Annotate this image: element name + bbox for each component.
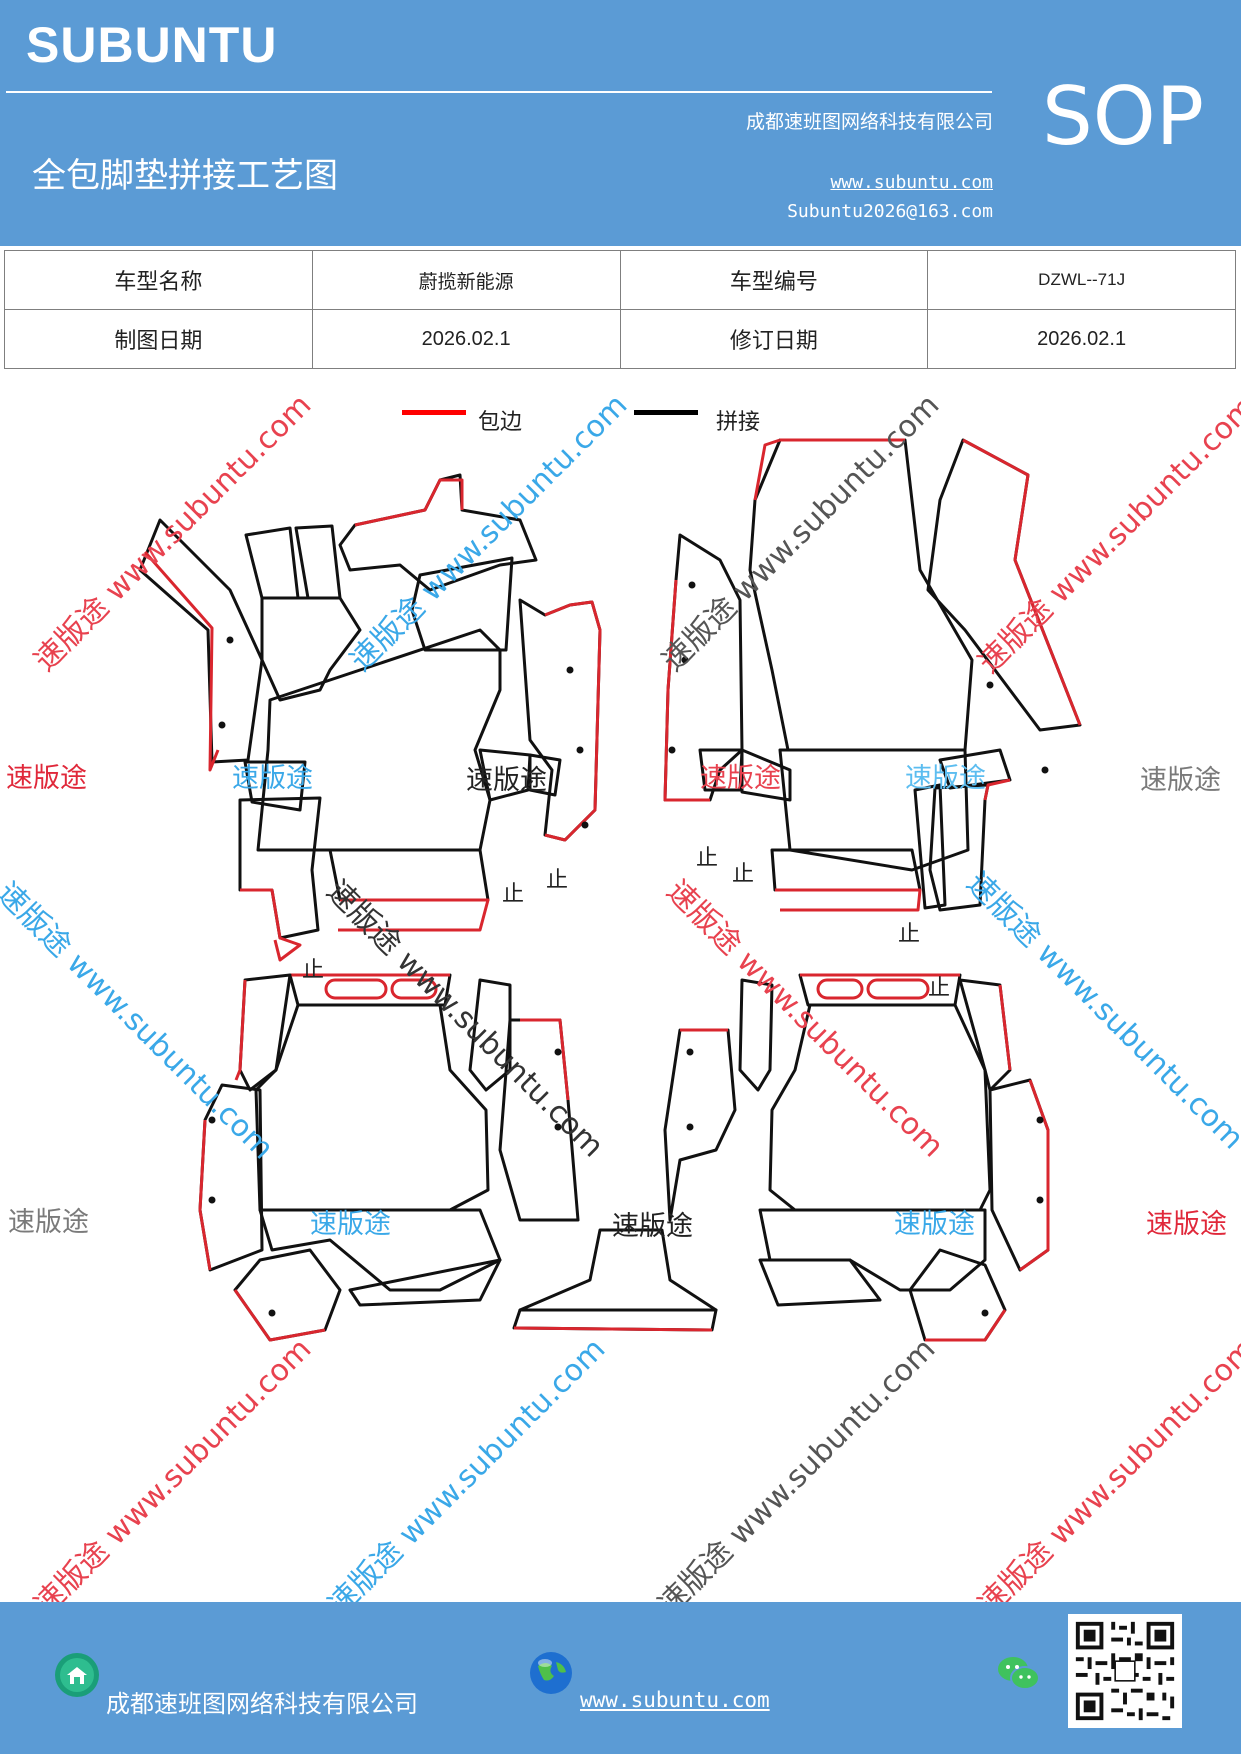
footer-company-name: 成都速班图网络科技有限公司	[106, 1690, 418, 1718]
mat-piece	[983, 778, 1011, 801]
mat-piece	[233, 1289, 326, 1342]
brand-watermark: 速版途	[6, 763, 87, 794]
mat-piece	[198, 1119, 212, 1271]
info-table: 车型名称 蔚揽新能源 车型编号 DZWL--71J 制图日期 2026.02.1…	[4, 250, 1236, 369]
mat-piece	[410, 556, 514, 652]
brand-watermark: 速版途	[8, 1207, 89, 1238]
mat-piece	[258, 1208, 502, 1292]
wechat-icon	[998, 1657, 1040, 1690]
mat-piece	[138, 518, 264, 764]
mat-piece	[908, 1248, 1007, 1342]
mat-piece	[913, 783, 947, 910]
sop-badge: SOP	[1042, 70, 1204, 163]
mat-piece	[528, 753, 562, 797]
model-code-value: DZWL--71J	[927, 250, 1236, 310]
mat-piece	[770, 848, 922, 892]
brand-logo: SUBUNTU	[26, 17, 278, 73]
mat-piece	[866, 978, 930, 1000]
position-markers	[208, 581, 1049, 1317]
draw-date-value: 2026.02.1	[311, 309, 621, 369]
mat-piece	[544, 600, 602, 842]
mat-piece	[238, 796, 322, 940]
mat-piece	[240, 888, 302, 962]
mat-piece	[338, 898, 490, 932]
brand-watermark: 速版途	[232, 763, 313, 794]
edge-legend-swatch	[402, 410, 466, 415]
revision-date-value: 2026.02.1	[927, 309, 1236, 369]
globe-icon	[530, 1652, 572, 1694]
document-title: 全包脚垫拼接工艺图	[32, 156, 338, 196]
mat-piece	[324, 978, 388, 1000]
header-banner: SUBUNTU 全包脚垫拼接工艺图 成都速班图网络科技有限公司 www.subu…	[0, 0, 1241, 246]
mat-piece	[468, 978, 512, 1092]
mat-piece	[816, 978, 864, 1000]
stop-mark: 止	[928, 976, 951, 1001]
email-address[interactable]: Subuntu2026@163.com	[787, 201, 993, 222]
brand-watermark: 速版途	[612, 1211, 693, 1242]
edge-legend-label: 包边	[478, 410, 523, 435]
mat-piece	[238, 973, 292, 1092]
mat-piece	[962, 438, 1082, 726]
draw-date-label: 制图日期	[4, 309, 313, 369]
mat-piece	[244, 526, 300, 600]
brand-watermark: 速版途	[1146, 1209, 1227, 1240]
brand-watermark: 速版途	[310, 1209, 391, 1240]
mat-piece	[243, 760, 307, 812]
mat-piece	[775, 888, 922, 912]
mat-piece	[1019, 1079, 1050, 1272]
mat-piece	[294, 524, 342, 600]
footer-website-link[interactable]: www.subuntu.com	[580, 1688, 770, 1712]
brand-watermark: 速版途	[466, 765, 547, 796]
stop-mark: 止	[302, 958, 325, 983]
header-divider	[6, 91, 992, 93]
brand-watermark: 速版途	[894, 1209, 975, 1240]
mat-piece	[390, 978, 438, 1000]
mat-piece	[254, 1003, 490, 1212]
model-name-value: 蔚揽新能源	[311, 250, 621, 310]
mat-piece	[925, 1309, 1007, 1342]
join-legend-swatch	[634, 410, 698, 415]
mat-piece	[758, 1258, 882, 1307]
mat-piece	[143, 551, 220, 772]
brand-watermark: 速版途	[1140, 765, 1221, 796]
mat-piece	[778, 748, 970, 872]
mat-piece	[740, 748, 792, 802]
home-icon	[55, 1653, 99, 1697]
mat-piece	[478, 748, 532, 802]
stop-mark: 止	[732, 862, 755, 887]
mat-piece	[518, 598, 602, 842]
mat-piece	[348, 1258, 502, 1307]
table-row: 车型名称 蔚揽新能源 车型编号 DZWL--71J	[4, 250, 1236, 310]
revision-date-label: 修订日期	[619, 309, 929, 369]
stop-mark: 止	[546, 868, 569, 893]
mat-piece	[698, 748, 744, 792]
mat-piece	[663, 1028, 737, 1222]
footer-banner: 成都速班图网络科技有限公司 www.subuntu.com	[0, 1602, 1241, 1754]
brand-watermark: 速版途	[905, 763, 986, 794]
table-row: 制图日期 2026.02.1 修订日期 2026.02.1	[4, 309, 1236, 369]
website-link[interactable]: www.subuntu.com	[830, 172, 993, 193]
mat-piece	[234, 979, 247, 1081]
mat-piece	[520, 1018, 570, 1101]
mat-piece	[513, 1326, 713, 1332]
mat-piece	[663, 579, 710, 802]
brand-watermark: 速版途	[700, 763, 781, 794]
mat-piece	[958, 978, 1012, 1092]
mat-piece	[260, 596, 362, 702]
mat-piece	[354, 478, 464, 527]
model-code-label: 车型编号	[619, 250, 929, 310]
stop-mark: 止	[502, 882, 525, 907]
join-legend-label: 拼接	[716, 410, 761, 435]
model-name-label: 车型名称	[4, 250, 313, 310]
stop-mark: 止	[696, 846, 719, 871]
floor-mat-pattern-diagram	[138, 438, 1082, 1342]
mat-piece	[753, 438, 781, 501]
mat-piece	[738, 978, 774, 1092]
mat-piece	[998, 984, 1012, 1071]
qr-code[interactable]	[1068, 1614, 1182, 1728]
company-name: 成都速班图网络科技有限公司	[745, 111, 993, 133]
qr-code-icon	[1068, 1614, 1182, 1728]
stop-mark: 止	[898, 922, 921, 947]
